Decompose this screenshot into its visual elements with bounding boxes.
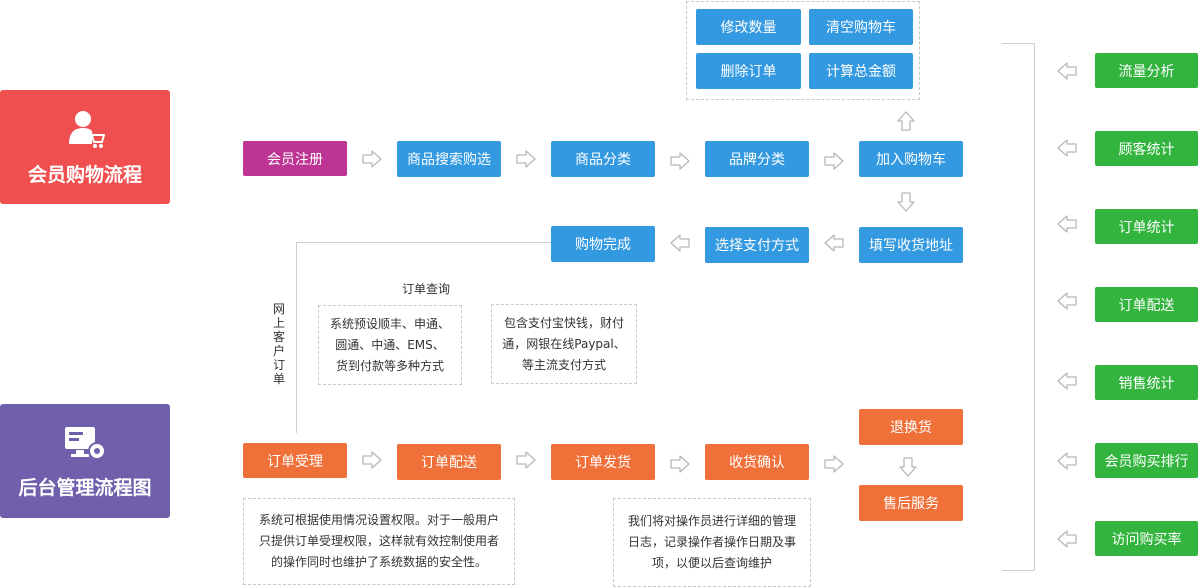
arrow-down-icon (895, 191, 917, 213)
arrow-right-icon (669, 453, 691, 475)
order-accept-box: 订单受理 (243, 443, 347, 478)
arrow-left-icon (823, 232, 845, 254)
arrow-left-icon (1056, 137, 1078, 159)
arrow-left-icon (1056, 60, 1078, 82)
shopper-icon (69, 110, 105, 148)
brand-category-box: 品牌分类 (705, 141, 809, 177)
arrow-right-icon (515, 148, 537, 170)
product-search-box: 商品搜索购选 (397, 141, 501, 177)
cart-ops-group (686, 1, 920, 100)
sales-stats-box: 销售统计 (1095, 365, 1198, 400)
member-shopping-title: 会员购物流程 (27, 163, 142, 186)
bracket-bottom (1002, 570, 1034, 571)
order-delivery-box: 订单配送 (1095, 287, 1198, 322)
arrow-right-icon (361, 148, 383, 170)
admin-flow-title: 后台管理流程图 (18, 476, 152, 499)
visit-purchase-rate-box: 访问购买率 (1095, 521, 1198, 556)
order-ship-box: 订单发货 (551, 444, 655, 480)
arrow-right-icon (669, 150, 691, 172)
arrow-left-icon (1056, 290, 1078, 312)
order-stats-box: 订单统计 (1095, 209, 1198, 244)
receipt-confirm-box: 收货确认 (705, 444, 809, 480)
order-dispatch-box: 订单配送 (397, 444, 501, 480)
log-note: 我们将对操作员进行详细的管理 日志，记录操作者操作日期及事 项，以便以后查询维护 (613, 498, 811, 587)
payment-note: 包含支付宝快钱，财付 通，网银在线Paypal、 等主流支付方式 (491, 304, 637, 384)
arrow-down-icon (897, 456, 919, 478)
monitor-gear-icon (65, 426, 106, 460)
add-to-cart-box: 加入购物车 (859, 141, 963, 177)
arrow-right-icon (361, 449, 383, 471)
arrow-left-icon (1056, 370, 1078, 392)
bracket-vertical (1034, 43, 1035, 570)
member-ranking-box: 会员购买排行 (1095, 443, 1198, 478)
delete-order-box: 删除订单 (696, 53, 801, 89)
arrow-left-icon (1056, 450, 1078, 472)
calc-total-box: 计算总金额 (809, 53, 913, 89)
return-exchange-box: 退换货 (859, 409, 963, 445)
arrow-up-icon (895, 110, 917, 132)
product-category-box: 商品分类 (551, 141, 655, 177)
admin-flow-card: 后台管理流程图 (0, 404, 170, 518)
after-sales-box: 售后服务 (859, 485, 963, 521)
arrow-left-icon (669, 232, 691, 254)
traffic-analysis-box: 流量分析 (1095, 53, 1198, 88)
arrow-right-icon (823, 453, 845, 475)
permission-note: 系统可根据使用情况设置权限。对于一般用户 只提供订单受理权限，这样就有效控制使用… (243, 498, 515, 585)
modify-quantity-box: 修改数量 (696, 9, 801, 45)
member-register-box: 会员注册 (243, 141, 347, 176)
arrow-right-icon (515, 449, 537, 471)
shopping-complete-box: 购物完成 (551, 226, 655, 262)
customer-stats-box: 顾客统计 (1095, 131, 1198, 166)
connector-line-horizontal (296, 242, 551, 243)
clear-cart-box: 清空购物车 (809, 9, 913, 45)
order-query-label: 订单查询 (402, 282, 451, 296)
bracket-top (1002, 43, 1034, 44)
fill-address-box: 填写收货地址 (859, 227, 963, 263)
arrow-left-icon (1056, 213, 1078, 235)
arrow-left-icon (1056, 528, 1078, 550)
shipping-note: 系统预设顺丰、申通、 圆通、中通、EMS、 货到付款等多种方式 (318, 305, 462, 385)
member-shopping-card: 会员购物流程 (0, 90, 170, 204)
connector-line-vertical (296, 242, 297, 433)
select-payment-box: 选择支付方式 (705, 227, 809, 263)
arrow-right-icon (823, 150, 845, 172)
online-order-label: 网上客户订单 (272, 302, 285, 386)
